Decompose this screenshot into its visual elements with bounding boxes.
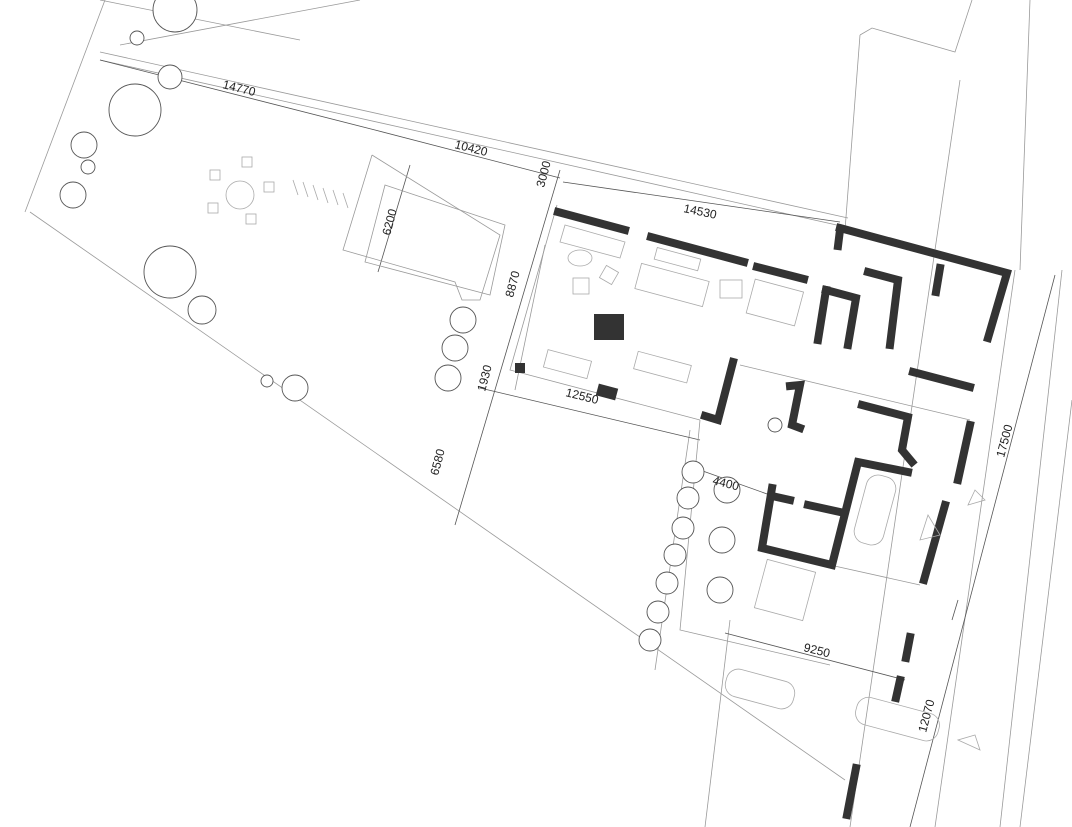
dim-terrace-offset: 1930 (474, 363, 495, 393)
dim-pool-width: 6200 (379, 207, 400, 237)
trees (59, 0, 783, 652)
dim-house-depth-left: 8870 (502, 269, 523, 299)
dimension-labels: 14770 10420 3000 14530 6200 8870 1930 12… (221, 77, 1015, 733)
dim-house-width-bottom: 12550 (564, 385, 600, 407)
dimension-lines (99, 59, 1056, 827)
kitchen-island (594, 314, 624, 340)
dim-garden-depth: 6580 (427, 447, 448, 477)
dim-driveway-length: 12070 (915, 698, 937, 734)
dim-wing-width: 9250 (802, 640, 832, 660)
dim-setback-top: 3000 (533, 159, 554, 189)
dim-pool-offset: 10420 (453, 137, 489, 159)
furniture (207, 156, 986, 751)
dim-wing-offset: 4400 (711, 473, 741, 493)
pool (342, 154, 506, 301)
site-lines (24, 0, 1072, 827)
dim-street-frontage: 17500 (993, 423, 1015, 459)
walls (515, 207, 1012, 820)
dim-house-width-top: 14530 (682, 201, 718, 222)
